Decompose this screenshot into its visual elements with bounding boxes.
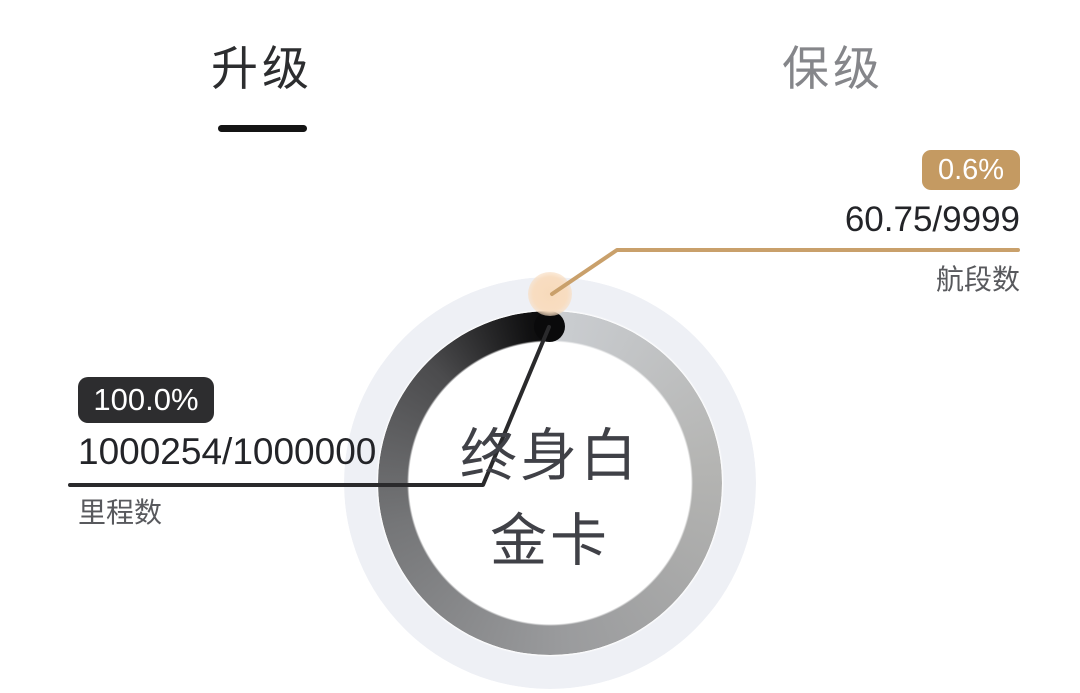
mileage-callout: 100.0% 1000254/1000000 里程数 [78,377,376,531]
segments-value: 60.75/9999 [844,200,1020,239]
tab-upgrade-label: 升级 [211,42,313,95]
tab-keep-level-label: 保级 [782,42,884,95]
mileage-percent-badge: 100.0% [78,377,214,423]
segments-callout: 0.6% 60.75/9999 航段数 [845,150,1020,298]
active-tab-indicator [217,125,307,132]
membership-level-title-line2: 金卡 [490,509,610,573]
tab-upgrade[interactable]: 升级 [202,30,322,132]
segments-percent-badge: 0.6% [922,150,1020,190]
mileage-value: 1000254/1000000 [78,431,377,472]
membership-level-title-line1: 终身白 [460,424,640,488]
mileage-label: 里程数 [78,497,163,528]
segments-progress-dot [528,272,572,316]
tab-keep-level[interactable]: 保级 [773,30,893,99]
membership-level-title: 终身白 金卡 [430,414,670,584]
segments-label: 航段数 [935,264,1020,295]
